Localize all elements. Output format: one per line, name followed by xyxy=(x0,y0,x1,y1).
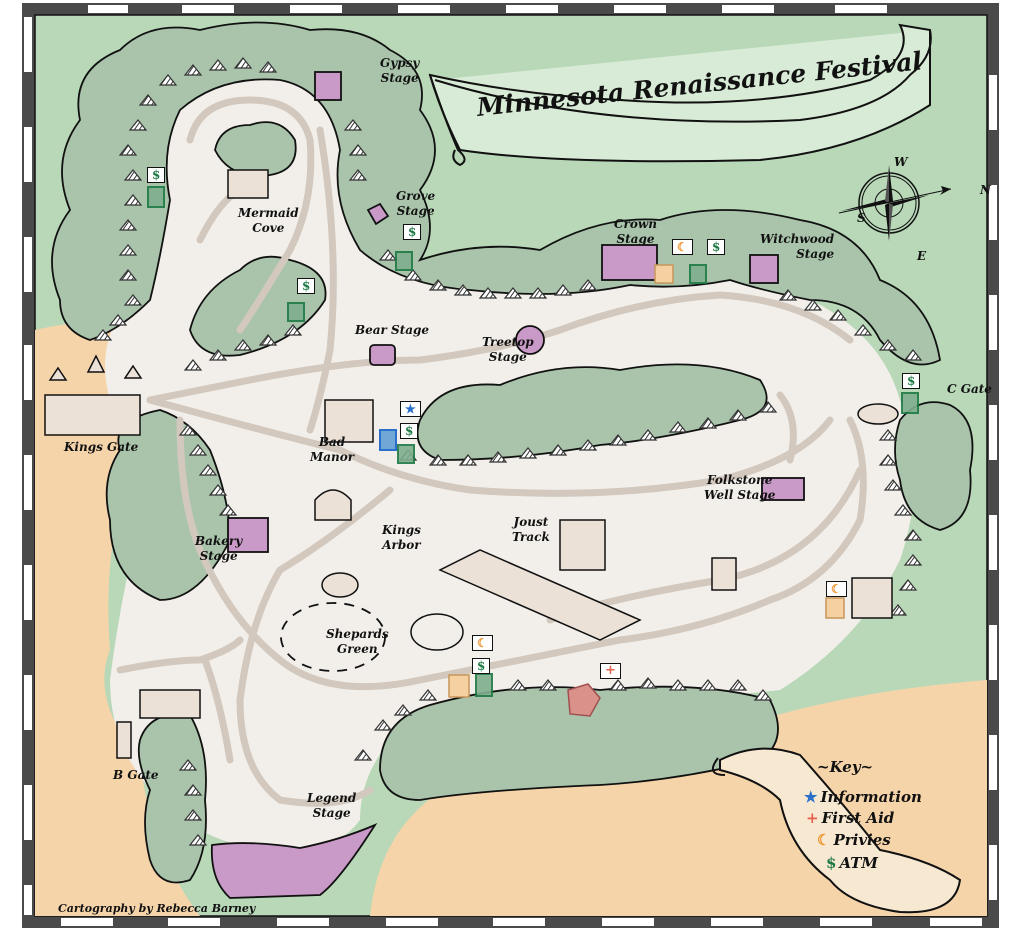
crown-stage-building xyxy=(601,244,658,281)
atm-flag[interactable]: $ xyxy=(400,423,419,439)
title-scroll xyxy=(428,23,932,163)
grove-stage-building xyxy=(366,202,390,226)
map-frame: $ $ $ ☾ $ ★ $ $ ☾ ☾ $ + Minnesota Renais… xyxy=(22,3,999,928)
label-bakery-stage[interactable]: Bakery Stage xyxy=(195,534,243,563)
north-forest xyxy=(51,21,941,366)
treetop-stage-tree xyxy=(515,325,545,355)
label-c-gate[interactable]: C Gate xyxy=(947,382,992,396)
festival-map xyxy=(22,3,999,928)
witchwood-stage-building xyxy=(749,254,779,284)
atm-flag[interactable]: $ xyxy=(297,278,316,294)
mermaid-cove-castle xyxy=(227,169,269,199)
key-item-first-aid: +First Aid xyxy=(806,809,894,827)
label-mermaid-cove[interactable]: Mermaid Cove xyxy=(238,206,299,235)
road xyxy=(116,636,244,674)
key-item-atm: $ATM xyxy=(826,854,878,872)
compass-west-label: W xyxy=(894,155,908,169)
joust-castle xyxy=(559,519,606,571)
key-label: First Aid xyxy=(821,809,895,827)
privies-flag[interactable]: ☾ xyxy=(472,635,493,651)
label-bear-stage[interactable]: Bear Stage xyxy=(355,323,430,337)
road xyxy=(146,291,854,404)
bad-manor-building xyxy=(324,399,374,443)
joust-track xyxy=(438,549,642,641)
kings-arbor xyxy=(314,489,352,521)
shepards-tent xyxy=(321,572,359,598)
east-house xyxy=(851,577,893,619)
label-folkstone-well-stage[interactable]: Folkstone Well Stage xyxy=(704,473,776,502)
shepards-green-circle xyxy=(280,602,386,672)
road xyxy=(306,126,337,434)
legend-stage-ship xyxy=(210,823,378,899)
b-gate-fort xyxy=(139,689,201,719)
compass-north-label: N xyxy=(980,183,991,197)
key-label: Information xyxy=(820,788,922,806)
east-forest xyxy=(894,401,974,531)
road xyxy=(776,391,797,464)
label-shepards-green[interactable]: Shepards Green xyxy=(326,627,389,656)
key-label: ATM xyxy=(839,854,879,872)
atm-flag[interactable]: $ xyxy=(147,167,166,183)
key-item-privies: ☾Privies xyxy=(817,831,891,849)
road xyxy=(201,656,234,764)
kings-gate-castle xyxy=(44,354,143,436)
atm-flag[interactable]: $ xyxy=(902,373,921,389)
privies-moon-icon: ☾ xyxy=(817,831,831,849)
information-star-icon: ★ xyxy=(804,788,818,806)
key-label: Privies xyxy=(833,831,891,849)
atm-flag[interactable]: $ xyxy=(472,658,491,674)
folkstone-stage-building xyxy=(761,477,805,501)
atm-dollar-icon: $ xyxy=(826,854,837,872)
label-b-gate[interactable]: B Gate xyxy=(113,768,159,782)
road xyxy=(236,486,394,807)
label-legend-stage[interactable]: Legend Stage xyxy=(307,791,357,820)
first-aid-cross-icon: + xyxy=(806,809,819,827)
southwest-forest xyxy=(137,713,207,884)
privies-flag[interactable]: ☾ xyxy=(826,581,847,597)
label-bad-manor[interactable]: Bad Manor xyxy=(310,435,355,464)
bear-stage-building xyxy=(369,344,396,366)
label-gypsy-stage[interactable]: Gypsy Stage xyxy=(380,56,420,85)
label-witchwood-stage[interactable]: Witchwood Stage xyxy=(760,232,835,261)
compass-south-label: S xyxy=(857,211,866,225)
house-rows xyxy=(93,57,923,846)
compass-rose xyxy=(838,165,952,241)
c-gate-carousel xyxy=(857,403,899,425)
elephant-pen xyxy=(410,613,464,651)
label-joust-track[interactable]: Joust Track xyxy=(512,515,550,544)
central-forest xyxy=(416,363,768,461)
gypsy-stage-building xyxy=(314,71,342,101)
compass-east-label: E xyxy=(917,249,927,263)
well-tower xyxy=(711,557,737,591)
label-kings-gate[interactable]: Kings Gate xyxy=(64,440,139,454)
label-treetop-stage[interactable]: Treetop Stage xyxy=(482,335,534,364)
road xyxy=(146,396,834,497)
road xyxy=(176,416,867,691)
b-gate-tower xyxy=(116,721,132,759)
key-scroll xyxy=(719,747,962,914)
label-grove-stage[interactable]: Grove Stage xyxy=(396,189,436,218)
bakery-stage-building xyxy=(227,517,269,553)
label-kings-arbor[interactable]: Kings Arbor xyxy=(382,523,421,552)
first-aid-flag[interactable]: + xyxy=(600,663,621,679)
label-crown-stage[interactable]: Crown Stage xyxy=(614,217,657,246)
atm-flag[interactable]: $ xyxy=(403,224,422,240)
cartography-credit: Cartography by Rebecca Barney xyxy=(58,902,256,915)
road xyxy=(186,96,315,334)
atm-flag[interactable]: $ xyxy=(707,239,726,255)
information-flag[interactable]: ★ xyxy=(400,401,421,417)
key-heading: ~Key~ xyxy=(817,758,874,776)
key-item-information: ★Information xyxy=(804,788,922,806)
privies-flag[interactable]: ☾ xyxy=(672,239,693,255)
